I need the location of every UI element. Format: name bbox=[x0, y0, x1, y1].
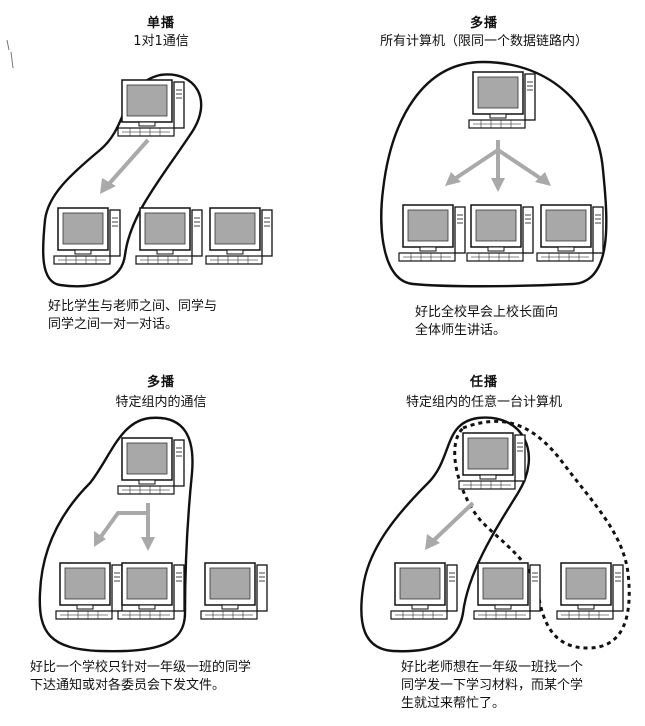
panel-caption: 好比老师想在一年级一班找一个 同学发一下学习材料，而某个学 生就过来帮忙了。 bbox=[401, 659, 583, 713]
group-outline bbox=[38, 416, 194, 653]
arrowhead bbox=[141, 537, 155, 551]
receiver-computer bbox=[390, 562, 458, 620]
caption-line: 全体师生讲话。 bbox=[415, 323, 507, 338]
computer bbox=[200, 562, 268, 620]
multicast-diagram bbox=[38, 416, 268, 653]
arrow bbox=[431, 501, 475, 543]
panel-caption: 好比全校早会上校长面向 全体师生讲话。 bbox=[415, 304, 558, 340]
sender-computer bbox=[117, 437, 185, 495]
arrow bbox=[451, 140, 545, 182]
panel-anycast: 任播 特定组内的任意一台计算机 好比老师想在一年级一班找一个 同学发一下学习材料… bbox=[323, 363, 645, 726]
caption-line: 好比学生与老师之间、同学与 bbox=[48, 299, 218, 314]
group-outline-solid bbox=[360, 416, 530, 653]
receiver-computer bbox=[398, 204, 466, 262]
arrowhead bbox=[535, 172, 551, 186]
panel-subtitle: 所有计算机（限同一个数据链路内） bbox=[379, 34, 588, 49]
sender-computer bbox=[458, 432, 526, 490]
caption-line: 好比老师想在一年级一班找一个 bbox=[401, 660, 584, 675]
panel-unicast: 单播 1对1通信 好比学生与老师之间、同学与 同学之间一对一对话。 bbox=[0, 0, 322, 363]
margin-mark bbox=[5, 39, 15, 70]
receiver-computer bbox=[466, 204, 534, 262]
anycast-diagram bbox=[360, 416, 631, 653]
panel-caption: 好比一个学校只针对一年级一班的同学 下达通知或对各委员会下发文件。 bbox=[30, 659, 251, 695]
computer bbox=[556, 562, 624, 620]
sender-computer bbox=[468, 71, 536, 129]
caption-line: 同学之间一对一对话。 bbox=[48, 317, 179, 332]
computer bbox=[205, 207, 273, 265]
panel-title: 多播 bbox=[469, 16, 498, 31]
unicast-diagram bbox=[41, 73, 273, 288]
caption-line: 好比全校早会上校长面向 bbox=[415, 305, 559, 320]
panel-multicast: 多播 特定组内的通信 好比一个学校只针对一年级一班的同学 下达通知或对各委员会下… bbox=[0, 363, 322, 726]
arrowhead bbox=[100, 178, 116, 194]
arrowhead bbox=[445, 172, 461, 186]
arrowhead bbox=[425, 534, 440, 550]
panel-subtitle: 特定组内的通信 bbox=[115, 395, 207, 410]
group-outline bbox=[41, 73, 203, 288]
arrow bbox=[98, 503, 150, 541]
sender-computer bbox=[117, 79, 185, 137]
caption-line: 下达通知或对各委员会下发文件。 bbox=[30, 678, 226, 693]
arrow bbox=[106, 138, 150, 187]
arrowhead bbox=[491, 178, 505, 192]
broadcast-diagram bbox=[380, 60, 608, 288]
group-outline-dotted bbox=[453, 420, 631, 650]
caption-line: 生就过来帮忙了。 bbox=[401, 696, 506, 711]
panel-title: 多播 bbox=[146, 375, 175, 390]
receiver-computer bbox=[536, 204, 604, 262]
panel-title: 单播 bbox=[146, 16, 175, 31]
group-outline bbox=[380, 60, 608, 288]
receiver-computer bbox=[53, 207, 121, 265]
receiver-computer bbox=[117, 562, 185, 620]
panel-broadcast: 多播 所有计算机（限同一个数据链路内） 好比全校早会上校长面向 全体师生讲话。 bbox=[323, 0, 645, 363]
panel-subtitle: 1对1通信 bbox=[133, 34, 189, 49]
panel-title: 任播 bbox=[469, 375, 498, 390]
panel-caption: 好比学生与老师之间、同学与 同学之间一对一对话。 bbox=[48, 298, 217, 334]
caption-line: 好比一个学校只针对一年级一班的同学 bbox=[30, 660, 252, 675]
receiver-computer bbox=[55, 562, 123, 620]
caption-line: 同学发一下学习材料，而某个学 bbox=[401, 678, 584, 693]
computer bbox=[135, 207, 203, 265]
panel-subtitle: 特定组内的任意一台计算机 bbox=[405, 395, 562, 410]
arrowhead bbox=[94, 531, 106, 547]
computer bbox=[473, 562, 541, 620]
